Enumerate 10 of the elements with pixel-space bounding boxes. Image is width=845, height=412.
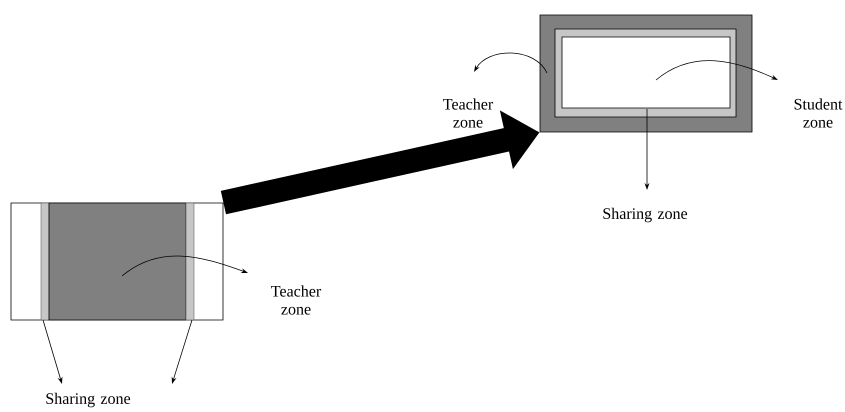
zone-strip [186,202,194,320]
zone-strip [40,202,50,320]
teacher-area [48,202,186,320]
zone-label: Sharing zone [603,208,688,222]
leader-line [474,52,548,74]
zone-label: Sharing zone [46,392,130,408]
zone-label: Teacher zone [443,98,494,128]
zone-label: Student zone [794,98,842,128]
student-area [562,36,730,108]
zone-label: Teacher zone [271,285,322,315]
